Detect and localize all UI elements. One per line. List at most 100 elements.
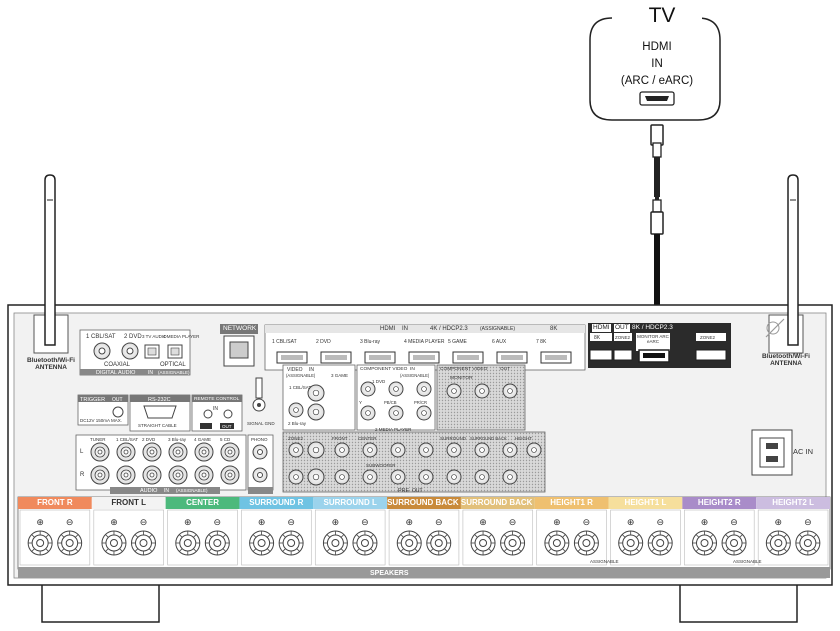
audio-r: R (80, 472, 85, 478)
svg-text:⊕: ⊕ (258, 518, 266, 528)
da-assignable: (ASSIGNABLE) (158, 370, 190, 375)
svg-text:⊕: ⊕ (479, 518, 487, 528)
speaker-header-bg (756, 497, 830, 509)
component-out: OUT (500, 367, 511, 372)
zone2-label: ZONE2 (288, 436, 304, 441)
svg-text:⊖: ⊖ (583, 518, 591, 528)
svg-text:⊖: ⊖ (656, 518, 664, 528)
remote-out: OUT (222, 424, 232, 429)
video-in1: 1 CBL/SAT (289, 385, 312, 390)
speaker-channel-label: FRONT L (111, 498, 147, 507)
remote-title: REMOTE CONTROL (194, 397, 240, 402)
component-title: COMPONENT VIDEO (360, 367, 408, 372)
audio-in-label: 1 CBL/SAT (116, 437, 139, 442)
antenna-right (765, 174, 804, 354)
pre-subwoofer: SUBWOOFER (366, 463, 396, 468)
component-in: IN (410, 367, 415, 372)
speaker-header-bg (534, 497, 609, 509)
hdmi-out-header: HDMI (592, 324, 611, 332)
antenna-right-label1: Bluetooth/Wi-Fi (762, 353, 810, 360)
svg-text:⊕: ⊕ (332, 518, 340, 528)
component-monitor: MONITOR (450, 376, 473, 381)
video-in2: 2 Blu-ray (288, 421, 307, 426)
hdmi-in-badge: IN (402, 326, 408, 332)
component-assignable: (ASSIGNABLE) (400, 373, 430, 378)
hdmi-out-monitor-arc: MONITOR ARC eARC (637, 334, 669, 344)
da-optical: OPTICAL (160, 362, 186, 368)
svg-text:⊖: ⊖ (66, 518, 74, 528)
hdmi-out-zone: ZONE2 (700, 335, 716, 340)
antenna-left-label1: Bluetooth/Wi-Fi (27, 357, 75, 364)
hdmi-in-label: 6 AUX (492, 339, 507, 345)
speaker-header-bg (608, 497, 683, 509)
audio-l: L (80, 449, 84, 455)
network-title: NETWORK (223, 325, 257, 332)
da-in1: 1 CBL/SAT (86, 334, 116, 340)
pre-center: CENTER (358, 436, 377, 441)
speaker-channel-label: HEIGHT2 L (772, 498, 814, 507)
hdmi-out-zone2: ZONE2 (615, 335, 631, 340)
svg-text:⊖: ⊖ (214, 518, 222, 528)
speaker-channel-label: FRONT R (37, 498, 73, 507)
svg-text:⊕: ⊕ (405, 518, 413, 528)
speaker-header-bg (460, 497, 535, 509)
rs232c-title: RS-232C (148, 397, 171, 403)
audio-title: AUDIO (140, 488, 158, 494)
speaker-header-bg (682, 497, 757, 509)
receiver-feet (41, 583, 798, 623)
audio-assignable: (ASSIGNABLE) (176, 488, 208, 493)
audio-phono: PHONO (251, 437, 268, 442)
svg-text:⊖: ⊖ (509, 518, 517, 528)
component-pb: PB/CB (384, 400, 397, 405)
hdmi-in-label: 2 DVD (316, 339, 331, 345)
audio-in-label: 2 DVD (142, 437, 156, 442)
hdmi-out-spec: 8K / HDCP2.3 (632, 324, 673, 331)
svg-text:⊕: ⊕ (36, 518, 44, 528)
svg-text:⊖: ⊖ (730, 518, 738, 528)
svg-text:⊕: ⊕ (701, 518, 709, 528)
speaker-channel-label: HEIGHT1 R (550, 498, 593, 507)
tv-box (589, 17, 721, 121)
video-title: VIDEO (287, 367, 303, 373)
audio-in-label: 3 Blu-ray (168, 437, 187, 442)
component-y: Y (359, 400, 363, 405)
remote-in: IN (213, 406, 218, 412)
component-in1: 1 DVD (372, 379, 386, 384)
tv-line3: (ARC / eARC) (620, 75, 694, 87)
svg-text:⊕: ⊕ (184, 518, 192, 528)
speaker-header-bg (313, 497, 388, 509)
hdmi-input-section (264, 324, 586, 371)
video-assignable: (ASSIGNABLE) (286, 373, 316, 378)
trigger-title: TRIGGER (80, 397, 106, 403)
svg-text:⊖: ⊖ (287, 518, 295, 528)
speaker-header-bg (91, 497, 166, 509)
hdmi-in-label: 1 CBL/SAT (272, 339, 297, 345)
hdmi-in-label: 4 MEDIA PLAYER (404, 339, 445, 345)
signal-gnd: SIGNAL GND (247, 421, 275, 426)
speaker-header-bg (239, 497, 314, 509)
network-section (220, 324, 258, 367)
hdmi-spec: 4K / HDCP2.3 (430, 326, 468, 332)
svg-text:⊖: ⊖ (361, 518, 369, 528)
component-in2: 2 MEDIA PLAYER (375, 427, 412, 432)
da-in3: 3 TV AUDIO (142, 334, 167, 339)
tv-line2: IN (651, 58, 663, 70)
svg-text:⊕: ⊕ (627, 518, 635, 528)
speaker-header-bg (18, 497, 92, 509)
hdmi-8k-label: 8K (550, 326, 558, 332)
speaker-channel-label: SURROUND L (323, 498, 377, 507)
speaker-channel-label: SURROUND R (249, 498, 304, 507)
pre-surround: SURROUND (440, 436, 467, 441)
pre-front: FRONT (332, 436, 348, 441)
hdmi-in-label: 3 Blu-ray (360, 339, 381, 345)
hdmi-in-header: HDMI (380, 326, 396, 332)
digital-audio-section (79, 329, 191, 376)
pre-height: HEIGHT (515, 436, 533, 441)
speaker-channel-label: HEIGHT2 R (697, 498, 741, 507)
rs232c-cable: STRAIGHT CABLE (138, 423, 177, 428)
audio-in-label: TUNER (90, 437, 106, 442)
svg-text:⊕: ⊕ (110, 518, 118, 528)
trigger-spec: DC12V 150mA MAX. (80, 418, 123, 423)
speaker-channel-label: CENTER (186, 498, 219, 507)
